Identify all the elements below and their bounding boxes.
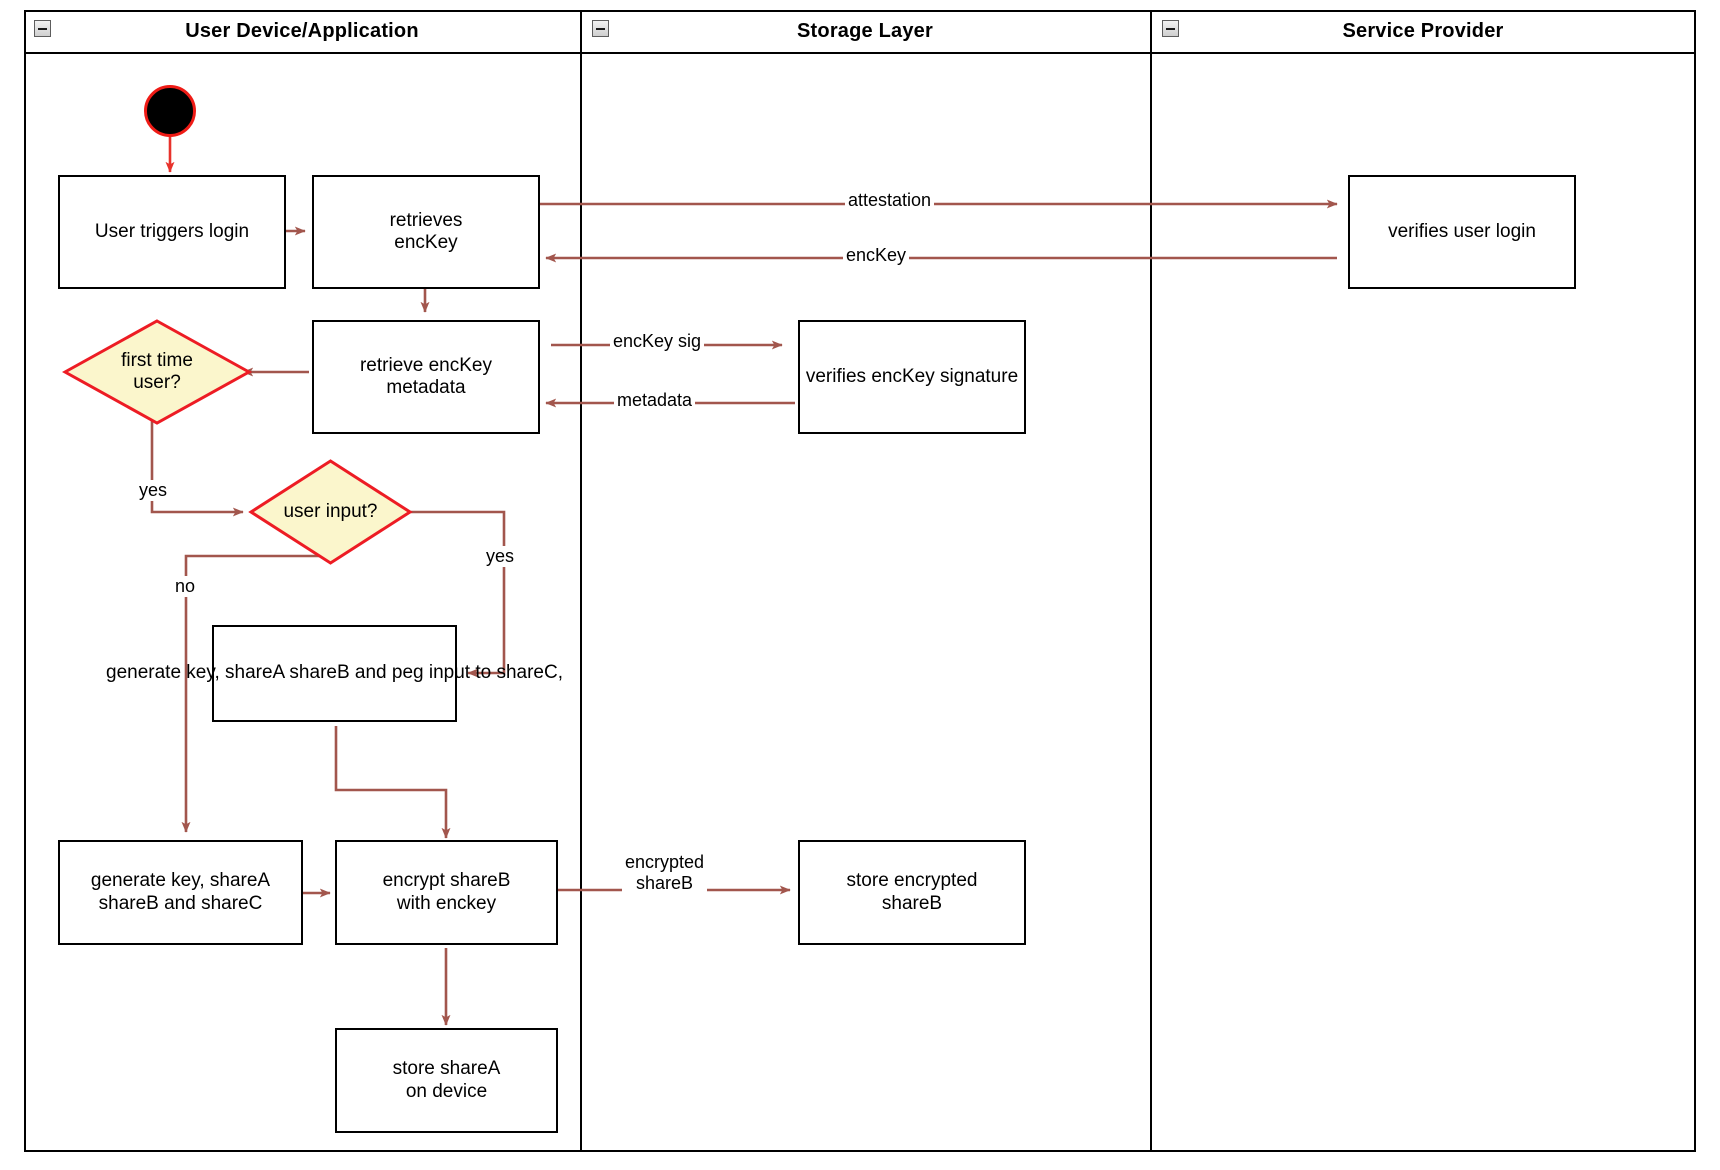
edge-label-metadata: metadata [614, 390, 696, 411]
decision-label-user-input: user input? [283, 501, 378, 523]
swimlane-divider-1 [580, 10, 582, 1152]
node-verifies-user-login[interactable]: verifies user login [1348, 175, 1576, 289]
swimlane-header-user-device[interactable]: User Device/Application [24, 10, 580, 54]
node-label-store-encrypted-shareb: store encrypted shareB [846, 870, 978, 914]
node-label-retrieves-enckey: retrieves encKey [389, 209, 463, 253]
minus-icon-service-provider[interactable] [1162, 20, 1179, 37]
swimlane-divider-2 [1150, 10, 1152, 1152]
initial-node [144, 85, 196, 137]
node-retrieve-enckey-metadata[interactable]: retrieve encKey metadata [312, 320, 540, 434]
node-label-encrypt-shareb: encrypt shareB with enckey [382, 870, 511, 914]
node-encrypt-shareb[interactable]: encrypt shareB with enckey [335, 840, 558, 945]
node-label-verifies-user-login: verifies user login [1388, 220, 1536, 242]
swimlane-header-storage[interactable]: Storage Layer [580, 10, 1150, 54]
edge-label-user-input-no: no [172, 576, 199, 597]
edge-label-attestation: attestation [845, 190, 935, 211]
node-label-user-triggers-login: User triggers login [94, 220, 250, 242]
node-generate-peg-input[interactable]: generate key, shareA shareB and peg inpu… [106, 625, 563, 722]
diamond-shape-user-input [248, 459, 413, 565]
node-store-sharea[interactable]: store shareA on device [335, 1028, 558, 1133]
node-store-encrypted-shareb[interactable]: store encrypted shareB [798, 840, 1026, 945]
minus-icon-user-device[interactable] [34, 20, 51, 37]
decision-label-first-time-user: first time user? [121, 350, 193, 393]
swimlane-title-service-provider: Service Provider [1342, 19, 1504, 42]
node-label-verifies-enckey-signature: verifies encKey signature [805, 365, 1019, 387]
edge-label-enckey-sig: encKey sig [610, 331, 705, 352]
node-retrieves-enckey[interactable]: retrieves encKey [312, 175, 540, 289]
node-verifies-enckey-signature[interactable]: verifies encKey signature [798, 320, 1026, 434]
diamond-shape-first-time-user [62, 319, 252, 425]
node-generate-sharec[interactable]: generate key, shareA shareB and shareC [58, 840, 303, 945]
edge-label-enckey: encKey [843, 245, 910, 266]
node-label-retrieve-enckey-metadata: retrieve encKey metadata [359, 354, 492, 398]
edge-label-first-time-yes: yes [136, 480, 171, 501]
node-label-generate-sharec: generate key, shareA shareB and shareC [90, 870, 271, 914]
decision-first-time-user[interactable]: first time user? [62, 318, 252, 426]
node-label-generate-peg-input: generate key, shareA shareB and peg inpu… [106, 662, 564, 684]
swimlane-header-service-provider[interactable]: Service Provider [1150, 10, 1696, 54]
decision-user-input[interactable]: user input? [248, 458, 413, 566]
node-label-store-sharea: store shareA on device [392, 1058, 501, 1102]
swimlane-title-storage: Storage Layer [797, 19, 933, 42]
swimlane-title-user-device: User Device/Application [185, 19, 419, 42]
edge-label-user-input-yes: yes [483, 546, 518, 567]
node-user-triggers-login[interactable]: User triggers login [58, 175, 286, 289]
edge-label-encrypted-shareb: encrypted shareB [622, 852, 708, 894]
minus-icon-storage[interactable] [592, 20, 609, 37]
